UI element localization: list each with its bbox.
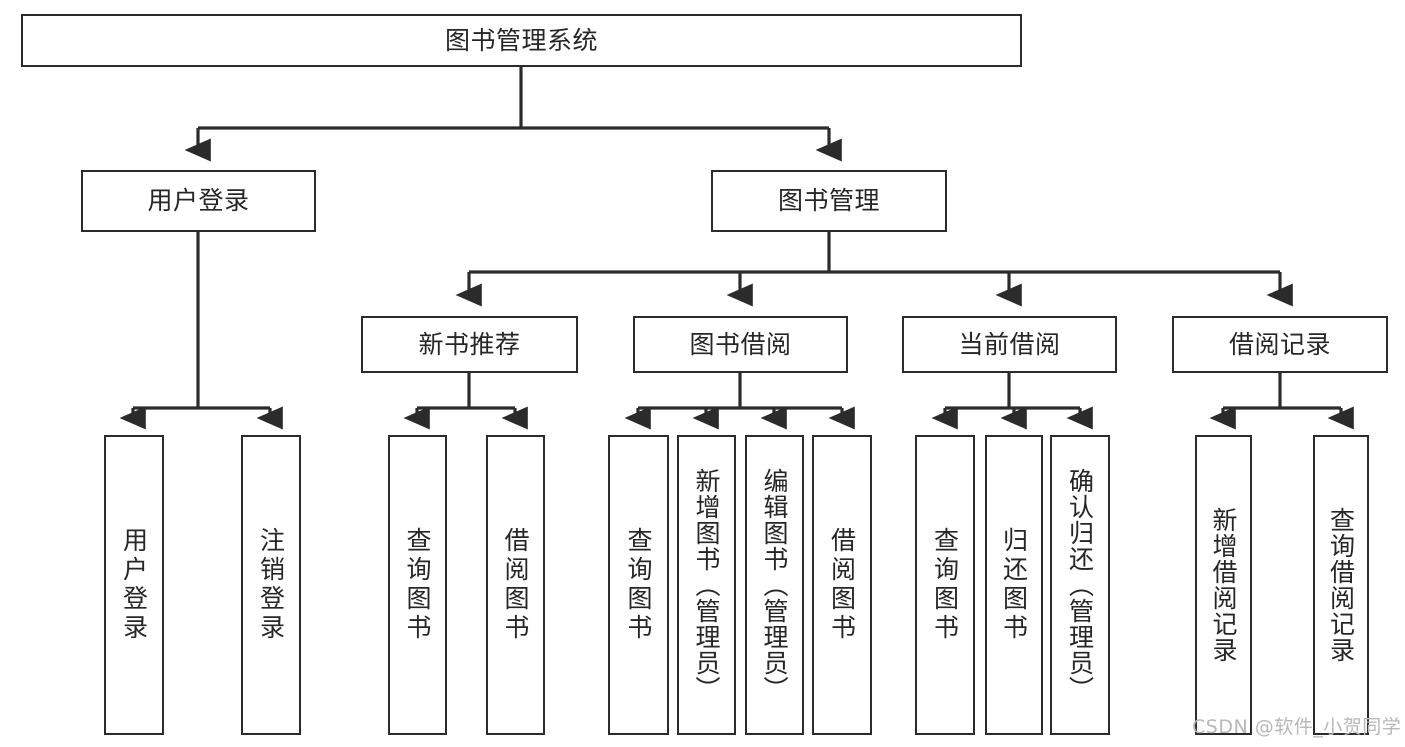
node-leaf-edit-book[interactable]: 编辑图书（管理员） <box>745 435 804 735</box>
node-leaf-user-login[interactable]: 用户登录 <box>104 435 164 735</box>
node-leaf-query-record-label: 查询借阅记录 <box>1326 507 1356 663</box>
node-current-borrow-label: 当前借阅 <box>958 329 1061 359</box>
node-new-book-recommend-label: 新书推荐 <box>418 329 521 359</box>
node-leaf-logout-login[interactable]: 注销登录 <box>241 435 301 735</box>
node-borrow-record-label: 借阅记录 <box>1228 329 1331 359</box>
node-leaf-add-book-label: 新增图书（管理员） <box>692 468 721 702</box>
node-new-book-recommend[interactable]: 新书推荐 <box>361 316 578 373</box>
node-book-borrow-label: 图书借阅 <box>689 329 792 359</box>
node-leaf-query-book-1[interactable]: 查询图书 <box>388 435 447 735</box>
watermark-text: CSDN @软件_小贺同学 <box>1192 716 1402 738</box>
node-borrow-record[interactable]: 借阅记录 <box>1172 316 1388 373</box>
node-book-manage[interactable]: 图书管理 <box>711 170 947 232</box>
node-current-borrow[interactable]: 当前借阅 <box>902 316 1117 373</box>
node-leaf-borrow-book-1-label: 借阅图书 <box>501 527 530 643</box>
node-leaf-query-record[interactable]: 查询借阅记录 <box>1313 435 1369 735</box>
node-leaf-add-record-label: 新增借阅记录 <box>1209 507 1238 663</box>
node-leaf-user-login-label: 用户登录 <box>119 527 149 643</box>
node-leaf-borrow-book-2-label: 借阅图书 <box>827 527 857 643</box>
node-leaf-query-book-1-label: 查询图书 <box>403 527 432 643</box>
node-leaf-query-book-2-label: 查询图书 <box>624 527 653 643</box>
node-book-borrow[interactable]: 图书借阅 <box>633 316 848 373</box>
node-leaf-edit-book-label: 编辑图书（管理员） <box>760 468 789 702</box>
node-leaf-borrow-book-2[interactable]: 借阅图书 <box>812 435 872 735</box>
node-root[interactable]: 图书管理系统 <box>21 14 1022 67</box>
node-leaf-logout-login-label: 注销登录 <box>256 527 286 643</box>
node-leaf-query-book-3-label: 查询图书 <box>930 527 960 643</box>
node-leaf-query-book-2[interactable]: 查询图书 <box>608 435 669 735</box>
node-leaf-add-book[interactable]: 新增图书（管理员） <box>677 435 736 735</box>
node-leaf-confirm-return-label: 确认归还（管理员） <box>1065 468 1095 702</box>
node-book-manage-label: 图书管理 <box>777 186 880 216</box>
node-leaf-query-book-3[interactable]: 查询图书 <box>915 435 975 735</box>
node-leaf-confirm-return[interactable]: 确认归还（管理员） <box>1050 435 1110 735</box>
node-leaf-add-record[interactable]: 新增借阅记录 <box>1195 435 1252 735</box>
node-user-login-label: 用户登录 <box>147 186 250 216</box>
node-root-label: 图书管理系统 <box>444 25 598 55</box>
node-leaf-return-book[interactable]: 归还图书 <box>985 435 1043 735</box>
node-user-login[interactable]: 用户登录 <box>81 170 316 232</box>
node-leaf-return-book-label: 归还图书 <box>999 527 1029 643</box>
node-leaf-borrow-book-1[interactable]: 借阅图书 <box>486 435 545 735</box>
